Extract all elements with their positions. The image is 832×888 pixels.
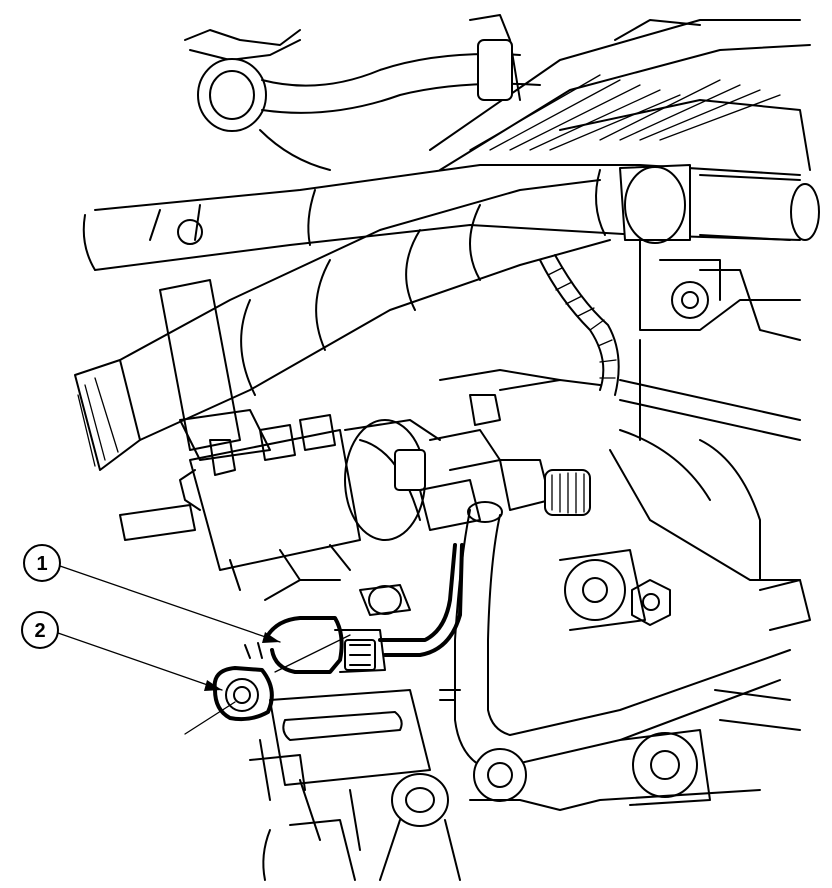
sensor-axis-line (274, 634, 351, 673)
callout-1-circle (23, 544, 61, 582)
heater-tube (454, 501, 811, 771)
callout-2-arrowhead (204, 680, 222, 691)
callout-1-arrowhead (262, 632, 280, 643)
callout-1-label: 1 (36, 553, 47, 575)
mounting-bolt (212, 642, 274, 722)
callout-1-leader (59, 565, 281, 643)
callout-2-label: 2 (34, 620, 45, 642)
callout-1: 1 (23, 544, 281, 643)
thermostat-housing-tube (74, 179, 611, 471)
right-bracket (609, 239, 801, 581)
callout-2: 2 (21, 611, 223, 691)
valve-cover (429, 14, 811, 171)
upper-left-hose (184, 29, 541, 171)
lower-mounts (473, 549, 711, 806)
callout-2-leader (57, 632, 223, 691)
callout-2-circle (21, 611, 59, 649)
lower-engine-block (249, 689, 761, 881)
thermostat-body (119, 369, 601, 591)
bypass-hose (539, 254, 620, 396)
right-edge-details (619, 429, 801, 731)
bolt-axis-line (184, 701, 236, 735)
coolant-sensor-connector (263, 543, 464, 674)
upper-coolant-tube (82, 164, 820, 271)
